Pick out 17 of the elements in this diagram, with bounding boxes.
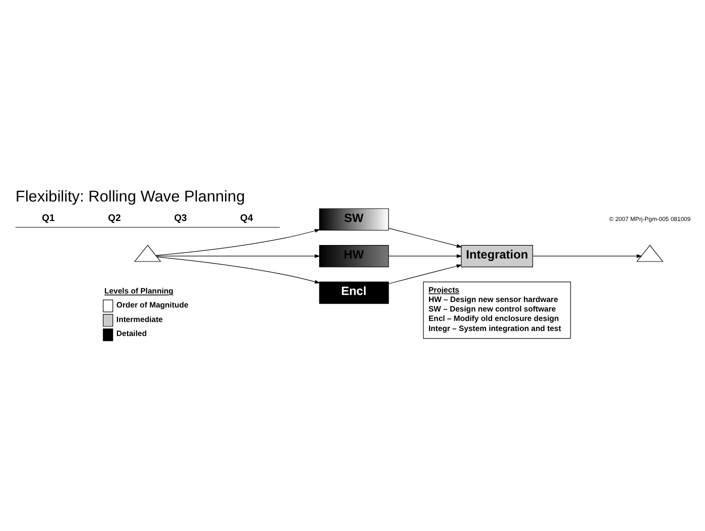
node-box: Integration [460,244,534,267]
label: Q2 [108,212,121,224]
node-box: SW [319,208,389,230]
label: Q3 [174,212,187,224]
arrow [388,254,462,258]
label: Q1 [42,212,55,224]
node-triangle [134,244,162,262]
diagram-title: Flexibility: Rolling Wave Planning [16,188,245,205]
label: Q4 [240,212,253,224]
arrow [156,254,320,258]
arrow [156,228,320,256]
arrow [388,264,462,284]
arrow [388,227,462,248]
arrow [156,256,320,284]
arrow [532,254,642,258]
node-box: Encl [319,281,389,304]
node-box: HW [319,244,389,267]
